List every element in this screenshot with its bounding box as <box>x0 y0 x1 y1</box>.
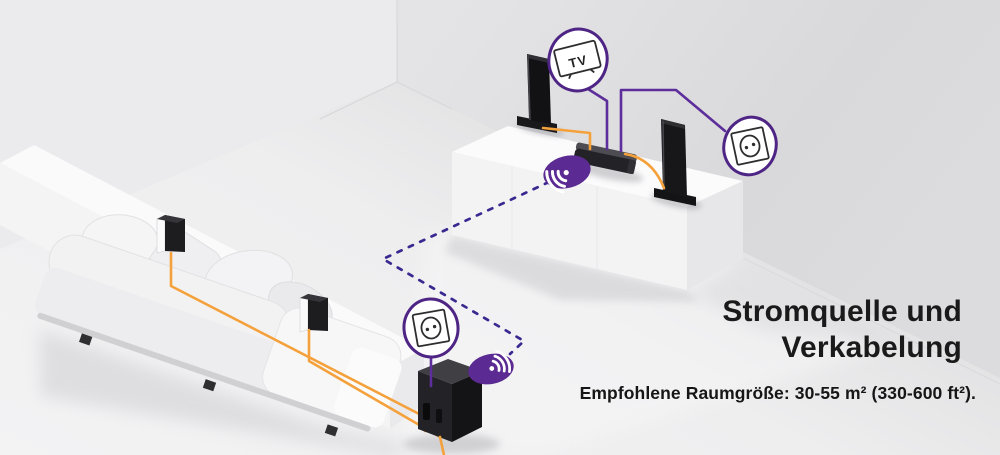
power-outlet-icon-right <box>722 115 778 177</box>
section-title-line1: Stromquelle und <box>722 295 962 328</box>
section-title-line2: Verkabelung <box>781 331 962 364</box>
subwoofer-cable-drop <box>438 435 446 455</box>
section-title: Stromquelle und Verkabelung <box>722 294 962 366</box>
power-outlet-icon-left <box>402 297 460 359</box>
console-shadow-right <box>690 260 900 345</box>
tv-icon: TV <box>547 27 609 93</box>
rear-speaker-left <box>156 214 185 254</box>
console-shadow <box>445 236 700 302</box>
right-tower-speaker <box>654 119 696 206</box>
wifi-icon-soundbar <box>543 155 591 194</box>
wireless-dashed-line <box>381 180 551 356</box>
tv-icon-label: TV <box>567 52 589 71</box>
wifi-icon-subwoofer <box>468 349 514 385</box>
sofa-shadow <box>40 330 420 455</box>
subwoofer-shadow <box>404 434 500 454</box>
rear-speaker-right <box>299 293 328 333</box>
console-cables <box>541 87 727 190</box>
room-size-recommendation: Empfohlene Raumgröße: 30-55 m² (330-600 … <box>579 383 976 403</box>
subwoofer <box>418 359 482 442</box>
